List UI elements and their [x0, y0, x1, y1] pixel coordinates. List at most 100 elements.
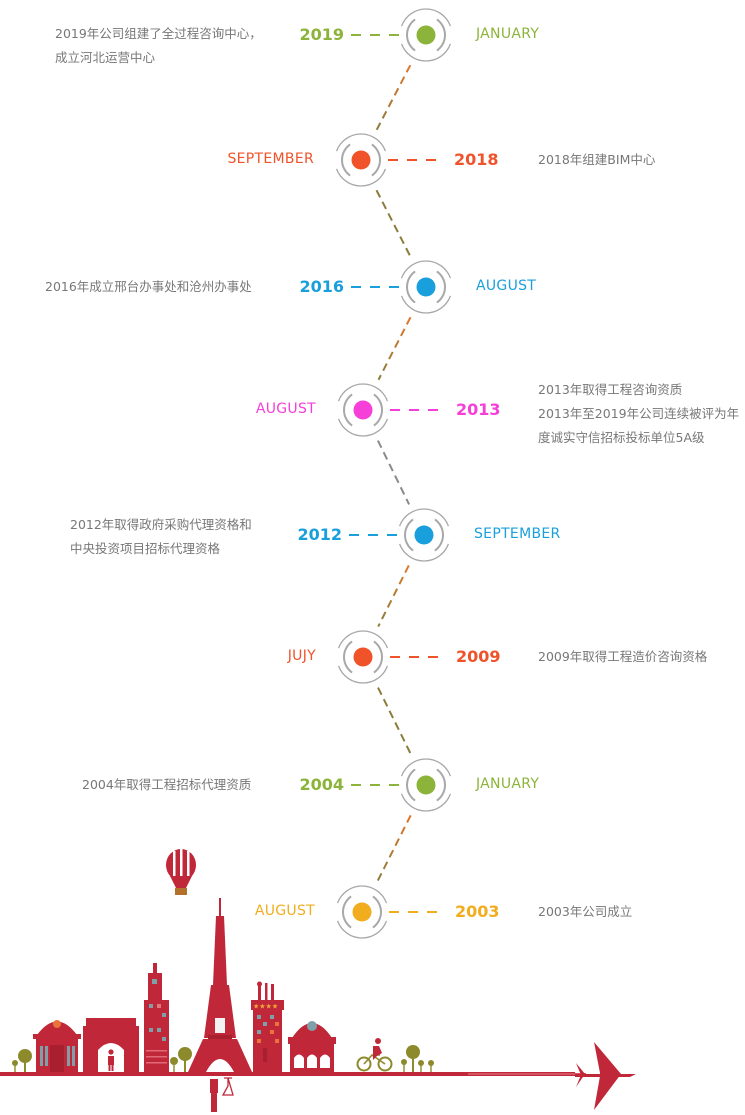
event-description: 2004年取得工程招标代理资质	[82, 773, 251, 797]
connector-line	[375, 189, 412, 258]
inner-ring	[343, 640, 353, 674]
outer-ring	[337, 418, 389, 437]
description-line: 成立河北运营中心	[55, 50, 156, 65]
month-label: JUJY	[287, 648, 316, 664]
triumphal-arch-icon	[83, 1018, 139, 1072]
node-dot	[353, 647, 373, 667]
outer-ring	[398, 543, 450, 562]
node-dot	[414, 525, 434, 545]
event-description: 2016年成立邢台办事处和沧州办事处	[45, 275, 252, 299]
outer-ring	[336, 920, 388, 939]
timeline-node-2016	[351, 260, 452, 314]
city-skyline-illustration: ★★★★	[0, 849, 636, 1112]
event-description: 2003年公司成立	[538, 900, 632, 924]
description-line: 2003年公司成立	[538, 904, 633, 919]
tree-icon	[170, 1047, 192, 1072]
connector-line	[375, 64, 412, 131]
outer-ring	[335, 168, 387, 187]
event-description: 2009年取得工程造价咨询资格	[538, 645, 707, 669]
description-line: 2004年取得工程招标代理资质	[82, 777, 252, 792]
timeline-node-2012	[349, 508, 450, 562]
month-label: SEPTEMBER	[227, 151, 314, 167]
event-description: 2019年公司组建了全过程咨询中心， 成立河北运营中心	[55, 22, 262, 70]
timeline-node-2019	[351, 8, 452, 62]
node-dot	[416, 25, 436, 45]
runway-line	[468, 1073, 586, 1075]
description-line: 2019年公司组建了全过程咨询中心，	[55, 26, 262, 41]
timeline-node-2004	[351, 758, 452, 812]
year-label: 2018	[454, 150, 499, 169]
timeline-node-2018	[335, 133, 436, 187]
domed-building-icon	[33, 1020, 81, 1072]
hot-air-balloon-icon	[166, 849, 196, 895]
outer-ring	[400, 793, 452, 812]
outer-ring	[400, 260, 452, 279]
connector-lines	[375, 64, 412, 883]
month-label: SEPTEMBER	[474, 526, 561, 542]
airplane-icon	[575, 1042, 636, 1110]
inner-ring	[434, 518, 444, 552]
connector-line	[377, 440, 410, 505]
outer-ring	[337, 665, 389, 684]
inner-ring	[371, 143, 381, 177]
tree-icon	[12, 1049, 32, 1072]
outer-ring	[335, 133, 387, 152]
description-line: 中央投资项目招标代理资格	[70, 541, 221, 556]
inner-ring	[373, 393, 383, 427]
description-line: 度诚实守信招标投标单位5A级	[538, 430, 705, 445]
description-line: 2018年组建BIM中心	[538, 152, 656, 167]
skyscraper-icon	[144, 963, 169, 1072]
inner-ring	[406, 18, 416, 52]
year-label: 2003	[455, 902, 500, 921]
outer-ring	[400, 758, 452, 777]
outer-ring	[337, 383, 389, 402]
ground-line	[0, 1072, 575, 1076]
outer-ring	[398, 508, 450, 527]
inner-ring	[373, 640, 383, 674]
inner-ring	[341, 143, 351, 177]
month-label: JANUARY	[476, 26, 540, 42]
year-label: 2013	[456, 400, 501, 419]
year-label: 2004	[299, 775, 344, 794]
inner-ring	[436, 768, 446, 802]
tree-icon	[401, 1045, 434, 1072]
inner-ring	[406, 270, 416, 304]
year-label: 2016	[299, 277, 344, 296]
event-description: 2013年取得工程咨询资质 2013年至2019年公司连续被评为年度诚实守信招标投…	[538, 378, 739, 450]
inner-ring	[343, 393, 353, 427]
domed-pavilion-icon	[288, 1021, 336, 1072]
year-label: 2012	[297, 525, 342, 544]
timeline-node-2009	[337, 630, 438, 684]
outer-ring	[337, 630, 389, 649]
description-line: 2016年成立邢台办事处和沧州办事处	[45, 279, 252, 294]
restaurant-building-icon: ★★★★	[251, 981, 284, 1072]
inner-ring	[436, 270, 446, 304]
description-line: 2013年取得工程咨询资质	[538, 382, 683, 397]
timeline-node-2003	[336, 885, 437, 939]
inner-ring	[342, 895, 352, 929]
inner-ring	[406, 768, 416, 802]
connector-line	[377, 564, 410, 628]
connector-line	[377, 687, 412, 755]
inner-ring	[404, 518, 414, 552]
outer-ring	[336, 885, 388, 904]
timeline-node-2013	[337, 383, 438, 437]
node-dot	[351, 150, 371, 170]
node-dot	[352, 902, 372, 922]
wine-bottle-icon	[210, 1077, 234, 1112]
description-line: 2012年取得政府采购代理资格和	[70, 517, 252, 532]
connector-line	[377, 316, 412, 381]
month-label: AUGUST	[254, 903, 315, 919]
year-label: 2009	[456, 647, 501, 666]
outer-ring	[400, 43, 452, 62]
connector-line	[376, 814, 412, 883]
outer-ring	[400, 295, 452, 314]
timeline-nodes	[335, 8, 452, 939]
svg-text:★★★★: ★★★★	[253, 1003, 278, 1011]
month-label: AUGUST	[476, 278, 537, 294]
inner-ring	[436, 18, 446, 52]
eiffel-tower-icon	[188, 898, 252, 1072]
node-dot	[416, 775, 436, 795]
description-line: 2013年至2019年公司连续被评为年	[538, 406, 740, 421]
